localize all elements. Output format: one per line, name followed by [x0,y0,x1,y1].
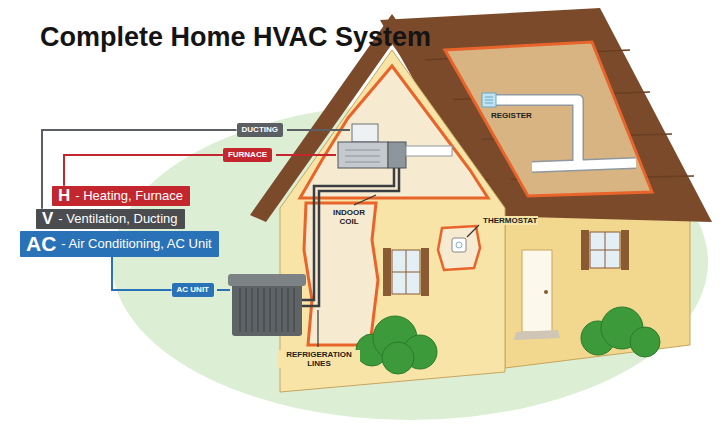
window-frame [392,250,420,294]
ac-grille [240,288,294,332]
bush [581,307,660,357]
shutter [621,230,629,270]
ac-unit-body [232,282,302,336]
bush-part [630,327,660,357]
tag-text: DUCTING [242,125,278,134]
refrigeration-line [302,168,394,300]
window [392,250,420,294]
bush [356,316,437,374]
furnace-vents [345,150,380,162]
key-letter: H [58,187,70,206]
front-wall [280,50,505,392]
thermostat-leader [467,225,479,237]
window [590,232,620,268]
thermostat-label: THERMOSTAT [482,216,538,225]
thermostat-dial [456,242,462,248]
shutter [383,248,391,296]
key-text: - Ventilation, Ducting [58,212,177,226]
tag-text: FURNACE [228,150,267,159]
connector-line [42,130,237,209]
register-label: REGISTER [490,111,533,120]
shutter [421,248,429,296]
supply-duct [406,146,452,156]
ac-leader [217,289,230,291]
callout-tag: DUCTING [237,123,283,136]
callout-tag: AC UNIT [172,283,214,296]
door-knob [544,290,548,294]
tag-text: AC UNIT [177,285,209,294]
connector-line [112,257,172,290]
callout-tag: FURNACE [223,148,272,161]
register-vent [482,93,496,107]
key-letter: V [42,210,53,229]
furnace [338,142,388,168]
thermostat [452,238,466,252]
key-box: H - Heating, Furnace [52,186,190,207]
lines-leader [317,310,318,347]
key-letter: AC [26,232,56,255]
connector-line [64,155,223,186]
ducting-leader [287,129,350,131]
title: Complete Home HVAC System [40,22,431,53]
side-wall [505,214,690,368]
bush-part [382,342,414,374]
refrigeration-label: REFRIGERATION LINES [278,350,360,368]
register-slats [485,97,493,103]
key-box: AC - Air Conditioning, AC Unit [20,231,219,256]
furnace-leader [276,154,336,156]
key-text: - Heating, Furnace [75,189,183,203]
key-box: V - Ventilation, Ducting [36,209,185,230]
door [522,250,552,332]
plenum [352,124,378,142]
indoor-coil-label: INDOOR COIL [326,208,372,226]
window-frame [590,232,620,268]
shutter [581,230,589,270]
door-step [514,330,560,340]
thermostat-cutaway [438,226,480,270]
coil-leader [354,195,376,205]
ac-unit-top [228,274,306,286]
key-text: - Air Conditioning, AC Unit [61,237,211,251]
indoor-coil [388,142,406,168]
refrigeration-line [302,168,399,306]
